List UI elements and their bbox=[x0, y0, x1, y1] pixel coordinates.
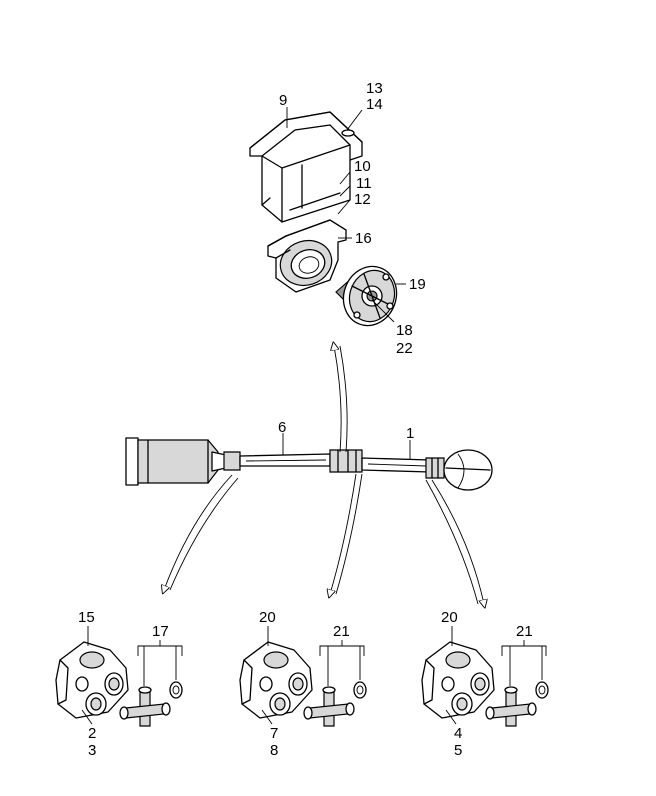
part-labels: 9 13 14 10 11 12 16 19 18 22 6 1 15 17 2… bbox=[78, 80, 533, 759]
label-2: 2 bbox=[88, 725, 96, 742]
flange-group-center bbox=[239, 641, 367, 727]
explode-arrows bbox=[164, 346, 484, 604]
bottom-leaders bbox=[81, 626, 547, 725]
label-19: 19 bbox=[409, 276, 426, 293]
center-bearing-housing bbox=[267, 219, 347, 293]
label-12: 12 bbox=[354, 191, 371, 208]
flange-group-right bbox=[421, 641, 549, 727]
label-21-right: 21 bbox=[516, 623, 533, 640]
label-17: 17 bbox=[152, 623, 169, 640]
label-4: 4 bbox=[454, 725, 462, 742]
label-7: 7 bbox=[270, 725, 278, 742]
flexible-coupling-disc bbox=[335, 265, 398, 327]
label-21-center: 21 bbox=[333, 623, 350, 640]
label-20-center: 20 bbox=[259, 609, 276, 626]
label-15: 15 bbox=[78, 609, 95, 626]
label-20-right: 20 bbox=[441, 609, 458, 626]
label-8: 8 bbox=[270, 742, 278, 759]
label-3: 3 bbox=[88, 742, 96, 759]
label-1: 1 bbox=[406, 425, 414, 442]
flange-group-left bbox=[55, 641, 183, 727]
label-9: 9 bbox=[279, 92, 287, 109]
label-18: 18 bbox=[396, 322, 413, 339]
label-6: 6 bbox=[278, 419, 286, 436]
leader-lines bbox=[282, 107, 411, 460]
label-22: 22 bbox=[396, 340, 413, 357]
label-10: 10 bbox=[354, 158, 371, 175]
label-16: 16 bbox=[355, 230, 372, 247]
label-11: 11 bbox=[356, 175, 372, 192]
label-5: 5 bbox=[454, 742, 462, 759]
label-13: 13 bbox=[366, 80, 383, 97]
propeller-shaft bbox=[125, 437, 493, 491]
label-14: 14 bbox=[366, 96, 383, 113]
support-bracket bbox=[249, 111, 363, 223]
